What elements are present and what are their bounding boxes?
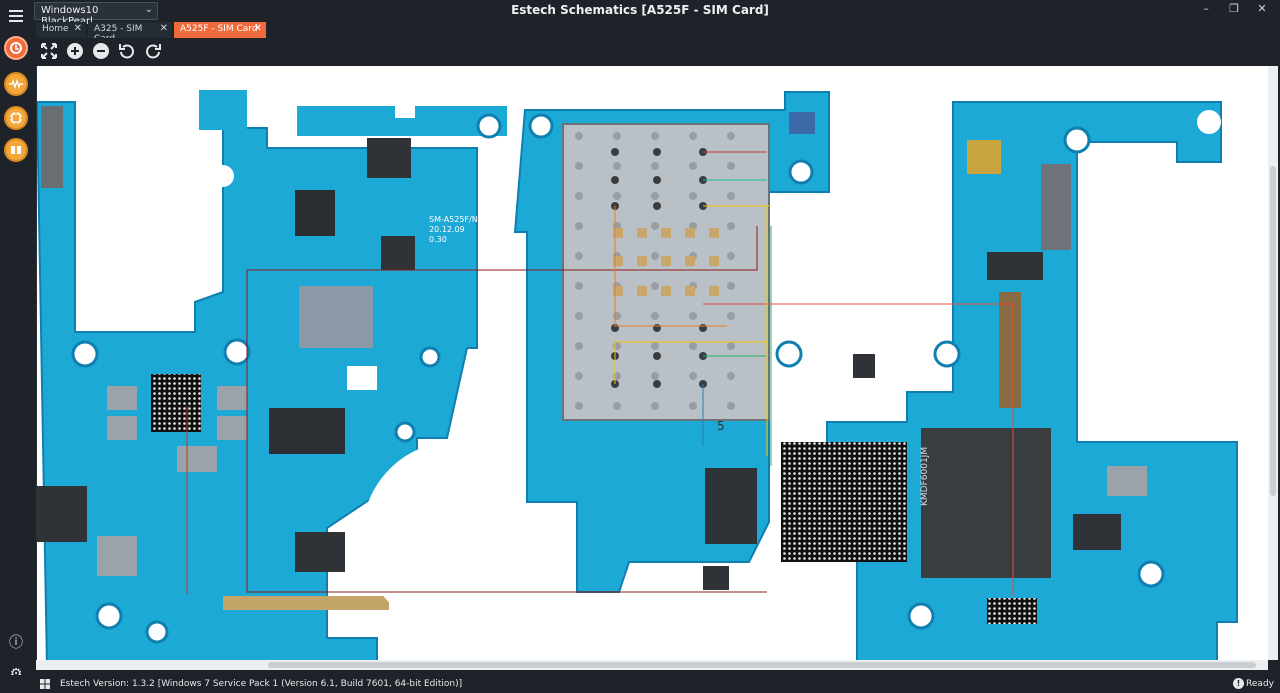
tab-label: A525F - SIM Card xyxy=(180,24,258,34)
info-icon[interactable]: ⓘ xyxy=(9,635,23,651)
sim-tray-digit: 5 xyxy=(717,419,725,433)
windows-logo-icon xyxy=(40,679,50,689)
chip-marking-right: KMDF6001JM xyxy=(920,447,930,506)
hamburger-menu-icon[interactable] xyxy=(4,4,28,28)
close-button[interactable]: ✕ xyxy=(1257,2,1267,15)
sim-icon[interactable] xyxy=(4,138,28,162)
close-icon[interactable]: ✕ xyxy=(253,23,262,34)
fit-screen-icon[interactable] xyxy=(40,42,60,62)
version-text: Estech Version: 1.3.2 [Windows 7 Service… xyxy=(60,679,463,689)
close-icon[interactable]: ✕ xyxy=(73,23,82,34)
close-icon[interactable]: ✕ xyxy=(159,23,168,34)
theme-select[interactable]: Windows10 BlackPearl ⌄ xyxy=(34,2,158,27)
schematic-icon[interactable] xyxy=(4,36,28,60)
chevron-down-icon: ⌄ xyxy=(144,4,153,15)
horizontal-scroll-thumb[interactable] xyxy=(268,662,1256,668)
tab-home[interactable]: Home ✕ xyxy=(36,22,86,38)
maximize-button[interactable]: ❐ xyxy=(1229,2,1239,15)
zoom-out-icon[interactable] xyxy=(92,42,112,62)
zoom-in-icon[interactable] xyxy=(66,42,86,62)
window-title: Estech Schematics [A525F - SIM Card] xyxy=(511,3,769,17)
minimize-button[interactable]: – xyxy=(1203,2,1209,15)
toolbar xyxy=(36,38,1280,66)
rotate-left-icon[interactable] xyxy=(118,42,138,62)
tab-a525f-sim-card[interactable]: A525F - SIM Card ✕ xyxy=(174,22,266,38)
vertical-scrollbar[interactable] xyxy=(1268,66,1278,660)
chip-icon[interactable] xyxy=(4,106,28,130)
title-bar: Windows10 BlackPearl ⌄ Estech Schematics… xyxy=(0,0,1280,27)
horizontal-scrollbar[interactable] xyxy=(36,660,1268,670)
status-ready: Ready xyxy=(1246,679,1274,689)
pcb-board-image[interactable]: SM-A525F/N 20.12.09 0.30 xyxy=(37,66,1268,660)
status-info-icon: ! xyxy=(1233,678,1244,689)
board-rev: 0.30 xyxy=(429,235,447,244)
status-bar: Estech Version: 1.3.2 [Windows 7 Service… xyxy=(0,675,1280,693)
schematic-canvas[interactable]: SM-A525F/N 20.12.09 0.30 xyxy=(36,66,1268,660)
left-board: SM-A525F/N 20.12.09 0.30 xyxy=(37,90,507,660)
left-rail: ⓘ ⚙ xyxy=(0,30,32,693)
theme-select-value: Windows10 BlackPearl xyxy=(41,5,99,27)
tab-label: Home xyxy=(42,24,69,34)
board-marking-sim: SM-A525F/N xyxy=(429,215,478,224)
tab-a325-sim-card[interactable]: A325 - SIM Card ✕ xyxy=(88,22,172,44)
board-date-code: 20.12.09 xyxy=(429,225,465,234)
resistor-icon[interactable] xyxy=(4,72,28,96)
right-board: KMDF6001JM xyxy=(781,101,1238,660)
rotate-right-icon[interactable] xyxy=(144,42,164,62)
trace-overlay xyxy=(186,151,1014,596)
vertical-scroll-thumb[interactable] xyxy=(1270,166,1276,496)
